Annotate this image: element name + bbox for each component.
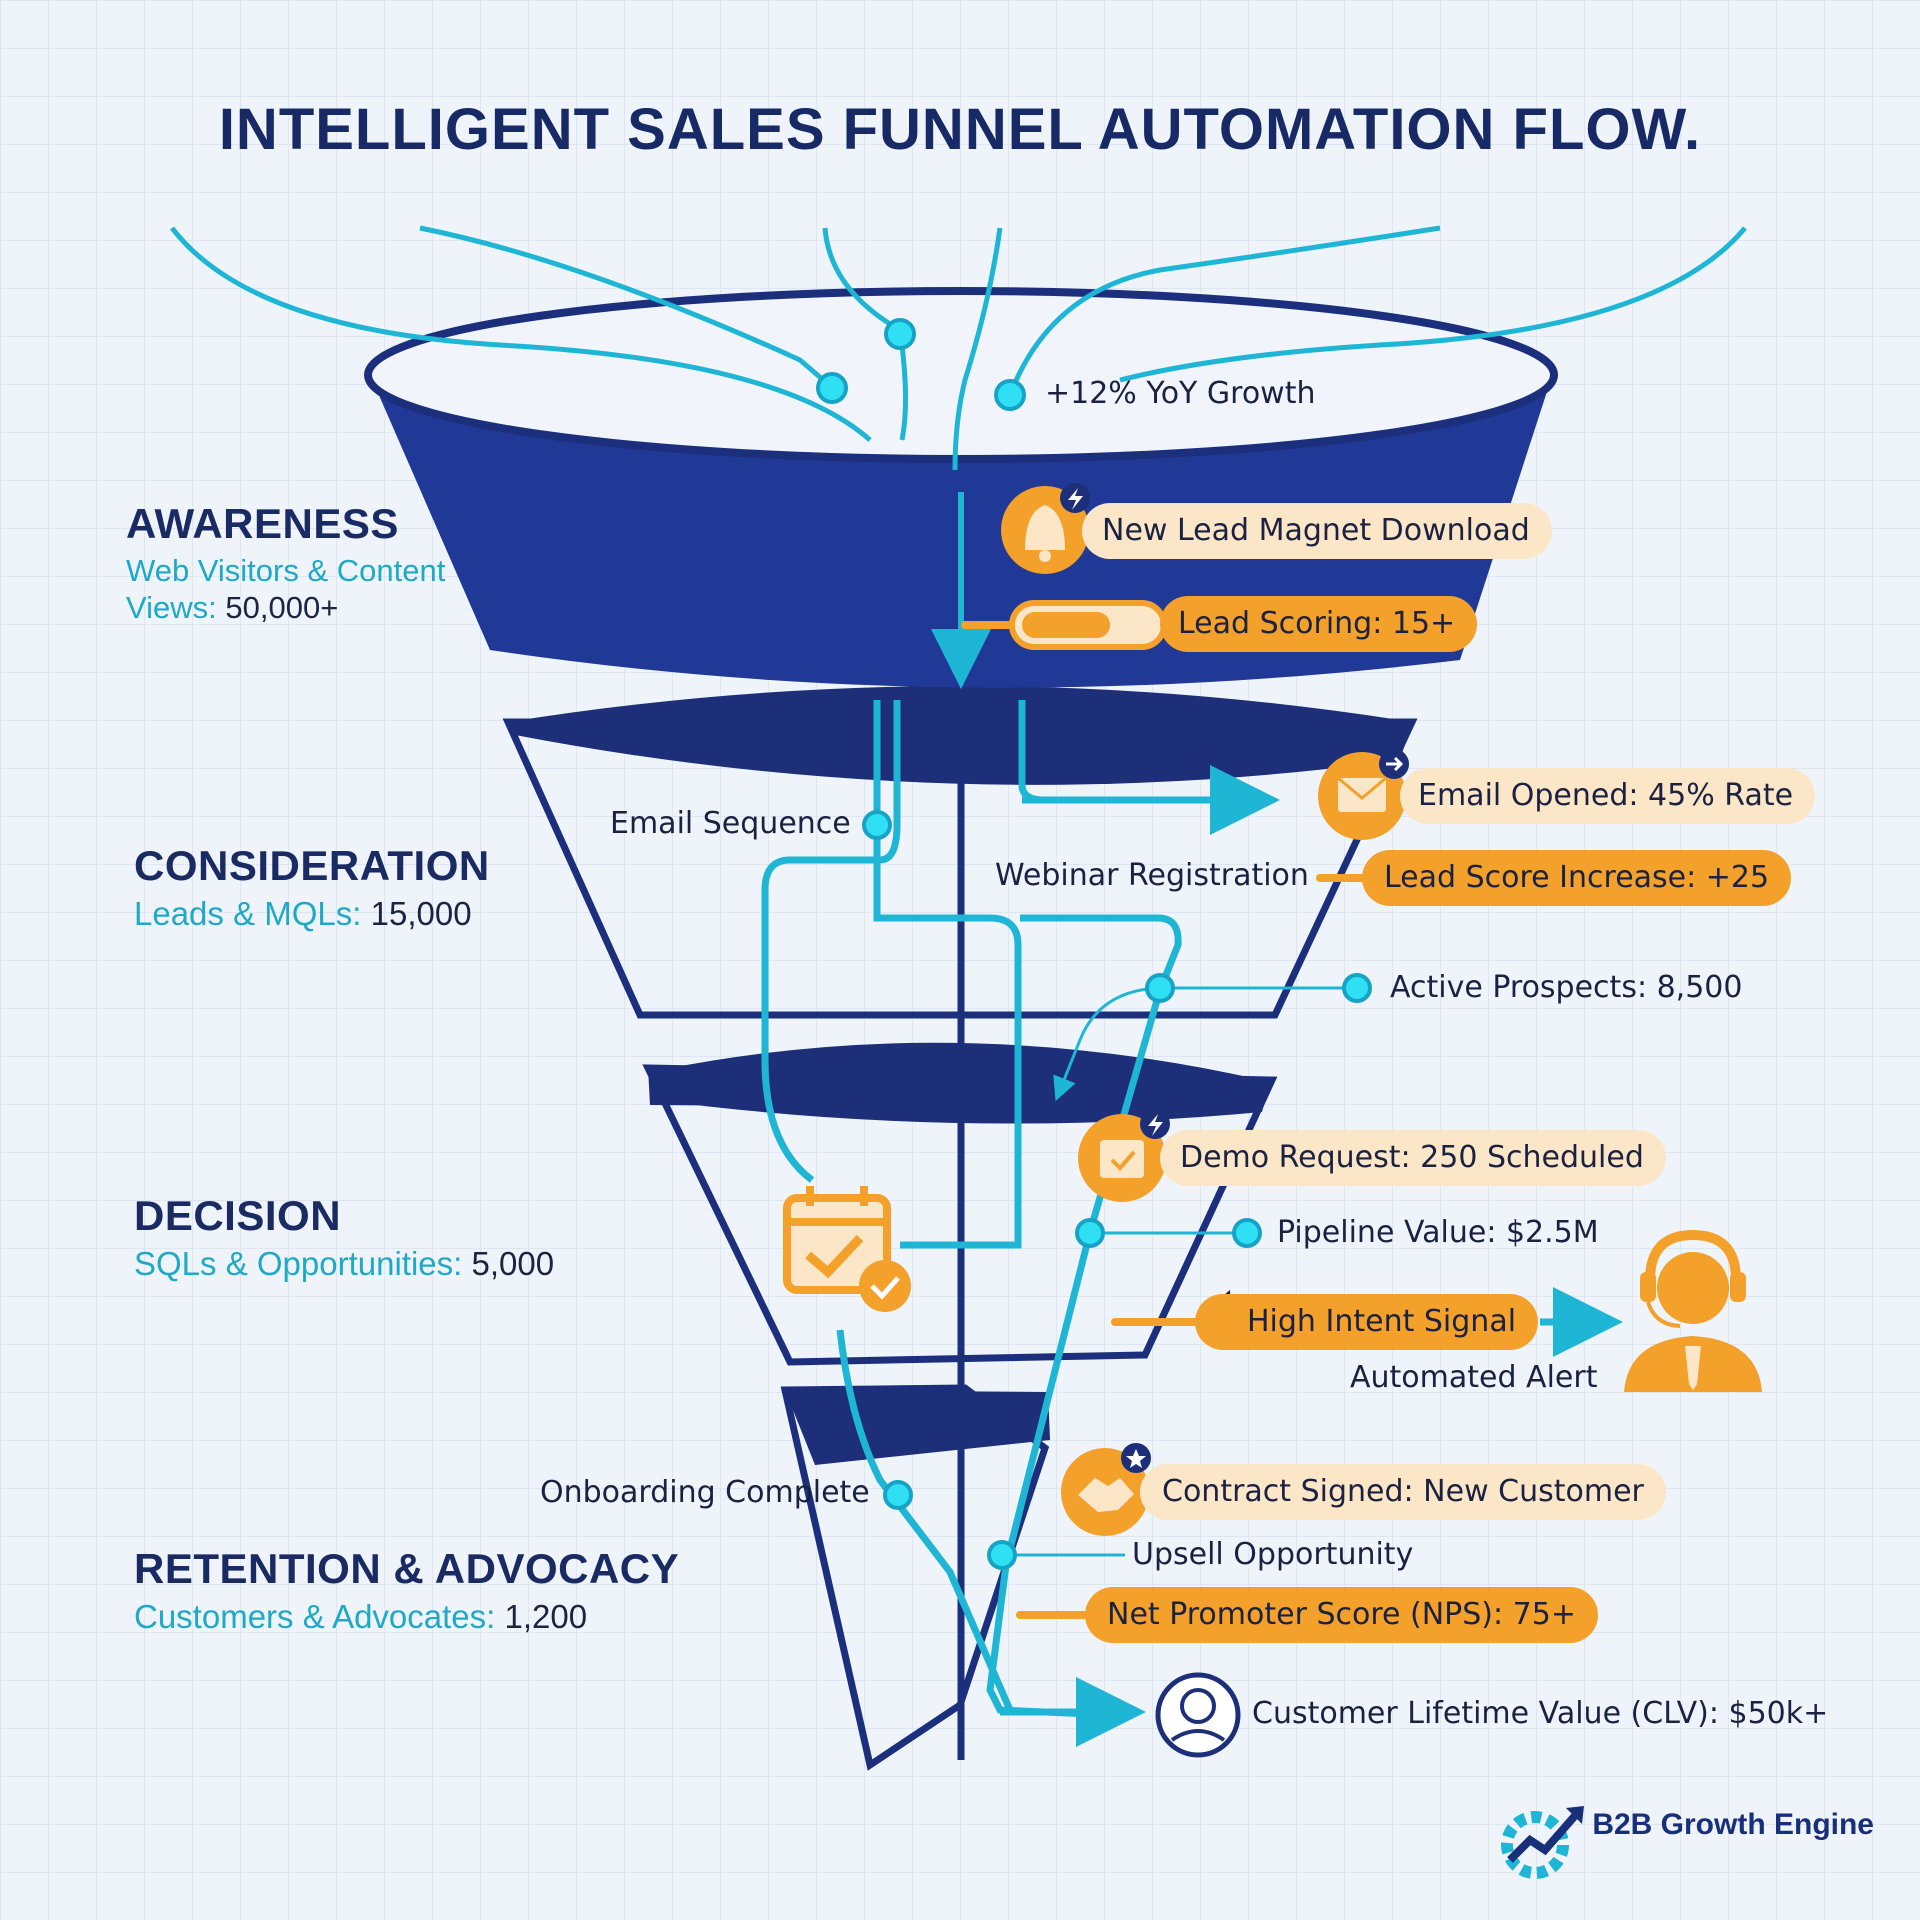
- toggle-icon: [1009, 600, 1167, 650]
- page-title: INTELLIGENT SALES FUNNEL AUTOMATION FLOW…: [218, 97, 1702, 162]
- webinar-registration-label: Webinar Registration: [995, 858, 1309, 893]
- stage-name: DECISION: [134, 1192, 342, 1239]
- stage-metric: Customers & Advocates: 1,200: [134, 1598, 588, 1635]
- brand-name: B2B Growth Engine: [1592, 1808, 1874, 1841]
- stage-metric: Leads & MQLs: 15,000: [134, 895, 472, 932]
- lead-magnet-pill: New Lead Magnet Download: [1082, 503, 1552, 559]
- yoy-growth-label: +12% YoY Growth: [1045, 376, 1316, 411]
- arrow-right-icon: [1379, 749, 1409, 779]
- orange-connectors: [961, 621, 1369, 1619]
- stage-name: RETENTION & ADVOCACY: [134, 1545, 680, 1592]
- stage-decision: DECISION SQLs & Opportunities: 5,000: [134, 1192, 554, 1284]
- stage-awareness: AWARENESS Web Visitors & Content Views: …: [126, 500, 445, 626]
- automated-alert-label: Automated Alert: [1350, 1360, 1598, 1395]
- onboarding-complete-label: Onboarding Complete: [540, 1475, 870, 1510]
- lead-score-increase-pill: Lead Score Increase: +25: [1362, 850, 1792, 906]
- email-sequence-label: Email Sequence: [610, 806, 851, 841]
- stage-name: CONSIDERATION: [134, 842, 490, 889]
- lightning-icon: [1060, 483, 1090, 513]
- lightning-icon: [1140, 1109, 1170, 1139]
- nps-pill: Net Promoter Score (NPS): 75+: [1085, 1587, 1598, 1643]
- stage-consideration: CONSIDERATION Leads & MQLs: 15,000: [134, 842, 490, 934]
- calendar-check-icon: [1078, 1114, 1166, 1202]
- star-icon: [1121, 1443, 1151, 1473]
- upsell-opportunity-label: Upsell Opportunity: [1132, 1537, 1414, 1572]
- active-prospects-label: Active Prospects: 8,500: [1390, 970, 1743, 1005]
- high-intent-pill: High Intent Signal: [1195, 1294, 1539, 1350]
- calendar-check-icon: [783, 1186, 911, 1312]
- flow-nodes: [862, 810, 1372, 1570]
- stage-retention: RETENTION & ADVOCACY Customers & Advocat…: [134, 1545, 679, 1637]
- contract-signed-pill: Contract Signed: New Customer: [1140, 1464, 1666, 1520]
- flow-lines: [761, 700, 1255, 1719]
- stage-metric: SQLs & Opportunities: 5,000: [134, 1245, 555, 1282]
- incoming-lead-streams: [170, 225, 1747, 471]
- lead-scoring-pill: Lead Scoring: 15+: [1160, 596, 1478, 652]
- email-opened-pill: Email Opened: 45% Rate: [1400, 768, 1816, 824]
- user-avatar-icon: [1155, 1672, 1241, 1758]
- stream-nodes: [816, 318, 1026, 411]
- demo-request-pill: Demo Request: 250 Scheduled: [1160, 1130, 1666, 1186]
- label-connectors: [1002, 986, 1355, 1557]
- pipeline-value-label: Pipeline Value: $2.5M: [1277, 1215, 1599, 1250]
- stage-name: AWARENESS: [126, 500, 399, 547]
- headset-agent-icon: [1624, 1229, 1762, 1392]
- stage-metric: Web Visitors & Content Views: 50,000+: [126, 553, 446, 626]
- clv-label: Customer Lifetime Value (CLV): $50k+: [1252, 1696, 1829, 1731]
- gear-growth-icon: [1501, 1806, 1584, 1879]
